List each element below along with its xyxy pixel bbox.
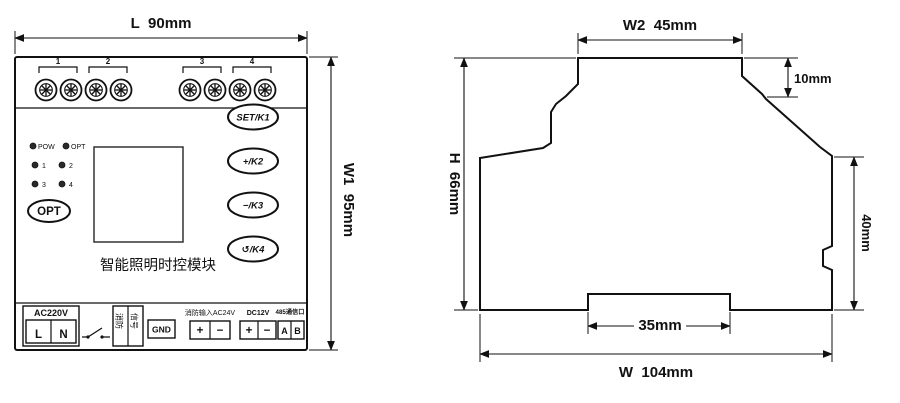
terminal-screw xyxy=(228,78,252,102)
fire-ac-plus: + xyxy=(197,325,204,337)
bottom-terminal-strip: AC220V L N 消防 信号 GND 消防输入AC24V + − DC12V xyxy=(22,305,305,347)
terminal-screw xyxy=(178,78,202,102)
opt-button-label: OPT xyxy=(37,206,61,218)
front-view: 1 2 3 4 POW OPT 1 2 3 4 OPT xyxy=(14,15,357,351)
dc12v-label: DC12V xyxy=(247,310,270,317)
rs485-label: 485通信口 xyxy=(276,308,305,316)
channel-number: 4 xyxy=(250,57,255,66)
gnd-terminal-box xyxy=(147,319,176,339)
dimension-right-height: 40mm xyxy=(834,156,874,311)
button-column: SET/K1 +/K2 −/K3 ↺/K4 xyxy=(227,103,279,263)
channel1-led-label: 1 xyxy=(42,163,46,170)
rs485-b-label: B xyxy=(294,326,301,336)
channel-number: 1 xyxy=(56,57,61,66)
terminal-screw xyxy=(203,78,227,102)
led-panel: POW OPT 1 2 3 4 xyxy=(29,142,86,189)
terminal-screw xyxy=(34,78,58,102)
fire-signal-col2: 信号 xyxy=(130,313,140,329)
plus-k2-button[interactable] xyxy=(227,147,279,175)
terminal-l-label: L xyxy=(35,329,42,341)
minus-k3-button[interactable] xyxy=(227,191,279,219)
dimension-top-width-label: W2 45mm xyxy=(623,17,697,34)
power-label: AC220V xyxy=(34,308,68,318)
channel-number: 3 xyxy=(200,57,205,66)
dimension-right-height-label: 40mm xyxy=(859,214,874,252)
dc12v-minus: − xyxy=(264,325,271,337)
dry-contact-symbol xyxy=(82,327,110,339)
plus-k2-label: +/K2 xyxy=(243,157,264,168)
opt-led-label: OPT xyxy=(71,144,86,151)
opt-led xyxy=(62,142,70,150)
gnd-label: GND xyxy=(152,325,171,335)
back-k4-button[interactable] xyxy=(227,235,279,263)
minus-k3-label: −/K3 xyxy=(243,201,264,212)
dimension-side-height-label: H 66mm xyxy=(446,153,463,216)
terminal-screw xyxy=(59,78,83,102)
dimension-rail-channel-label: 35mm xyxy=(638,317,681,334)
channel4-led-label: 4 xyxy=(69,182,73,189)
dimension-total-width-label: W 104mm xyxy=(619,364,693,381)
channel3-led-label: 3 xyxy=(42,182,46,189)
dimension-rail-channel: 35mm xyxy=(587,312,731,334)
set-k1-label: SET/K1 xyxy=(236,113,269,124)
dimension-side-height: H 66mm xyxy=(446,57,576,311)
lcd-screen xyxy=(93,146,184,243)
channel-number: 2 xyxy=(106,57,111,66)
channel2-led-label: 2 xyxy=(69,163,73,170)
pow-led-label: POW xyxy=(38,144,55,151)
power-terminal-box xyxy=(22,305,80,347)
channel4-led xyxy=(58,180,66,188)
back-k4-label: ↺/K4 xyxy=(242,245,265,256)
rs485-a-label: A xyxy=(281,326,288,336)
fire-signal-col1: 消防 xyxy=(115,313,125,329)
dimension-front-width-label: L 90mm xyxy=(131,15,192,32)
dimension-step-label: 10mm xyxy=(794,71,832,86)
terminal-n-label: N xyxy=(59,329,67,341)
opt-button[interactable] xyxy=(27,199,71,223)
terminal-screw xyxy=(253,78,277,102)
dimension-step: 10mm xyxy=(744,57,832,98)
set-k1-button[interactable] xyxy=(227,103,279,131)
dc12v-plus: + xyxy=(246,325,253,337)
fire-ac-input-label: 消防输入AC24V xyxy=(185,308,236,317)
pow-led xyxy=(29,142,37,150)
fire-ac-minus: − xyxy=(217,325,224,337)
side-profile xyxy=(479,57,833,311)
terminal-screw xyxy=(84,78,108,102)
dimension-top-width: W2 45mm xyxy=(577,17,743,54)
dimension-front-height-label: W1 95mm xyxy=(340,163,357,237)
dimension-total-width: W 104mm xyxy=(479,314,833,381)
product-title: 智能照明时控模块 xyxy=(100,257,216,274)
dimension-front-height: W1 95mm xyxy=(309,56,357,351)
channel3-led xyxy=(31,180,39,188)
channel2-led xyxy=(58,161,66,169)
terminal-screw xyxy=(109,78,133,102)
side-view: W2 45mm 10mm H 66mm 40mm xyxy=(446,17,874,381)
dimension-front-width: L 90mm xyxy=(14,15,308,54)
channel1-led xyxy=(31,161,39,169)
